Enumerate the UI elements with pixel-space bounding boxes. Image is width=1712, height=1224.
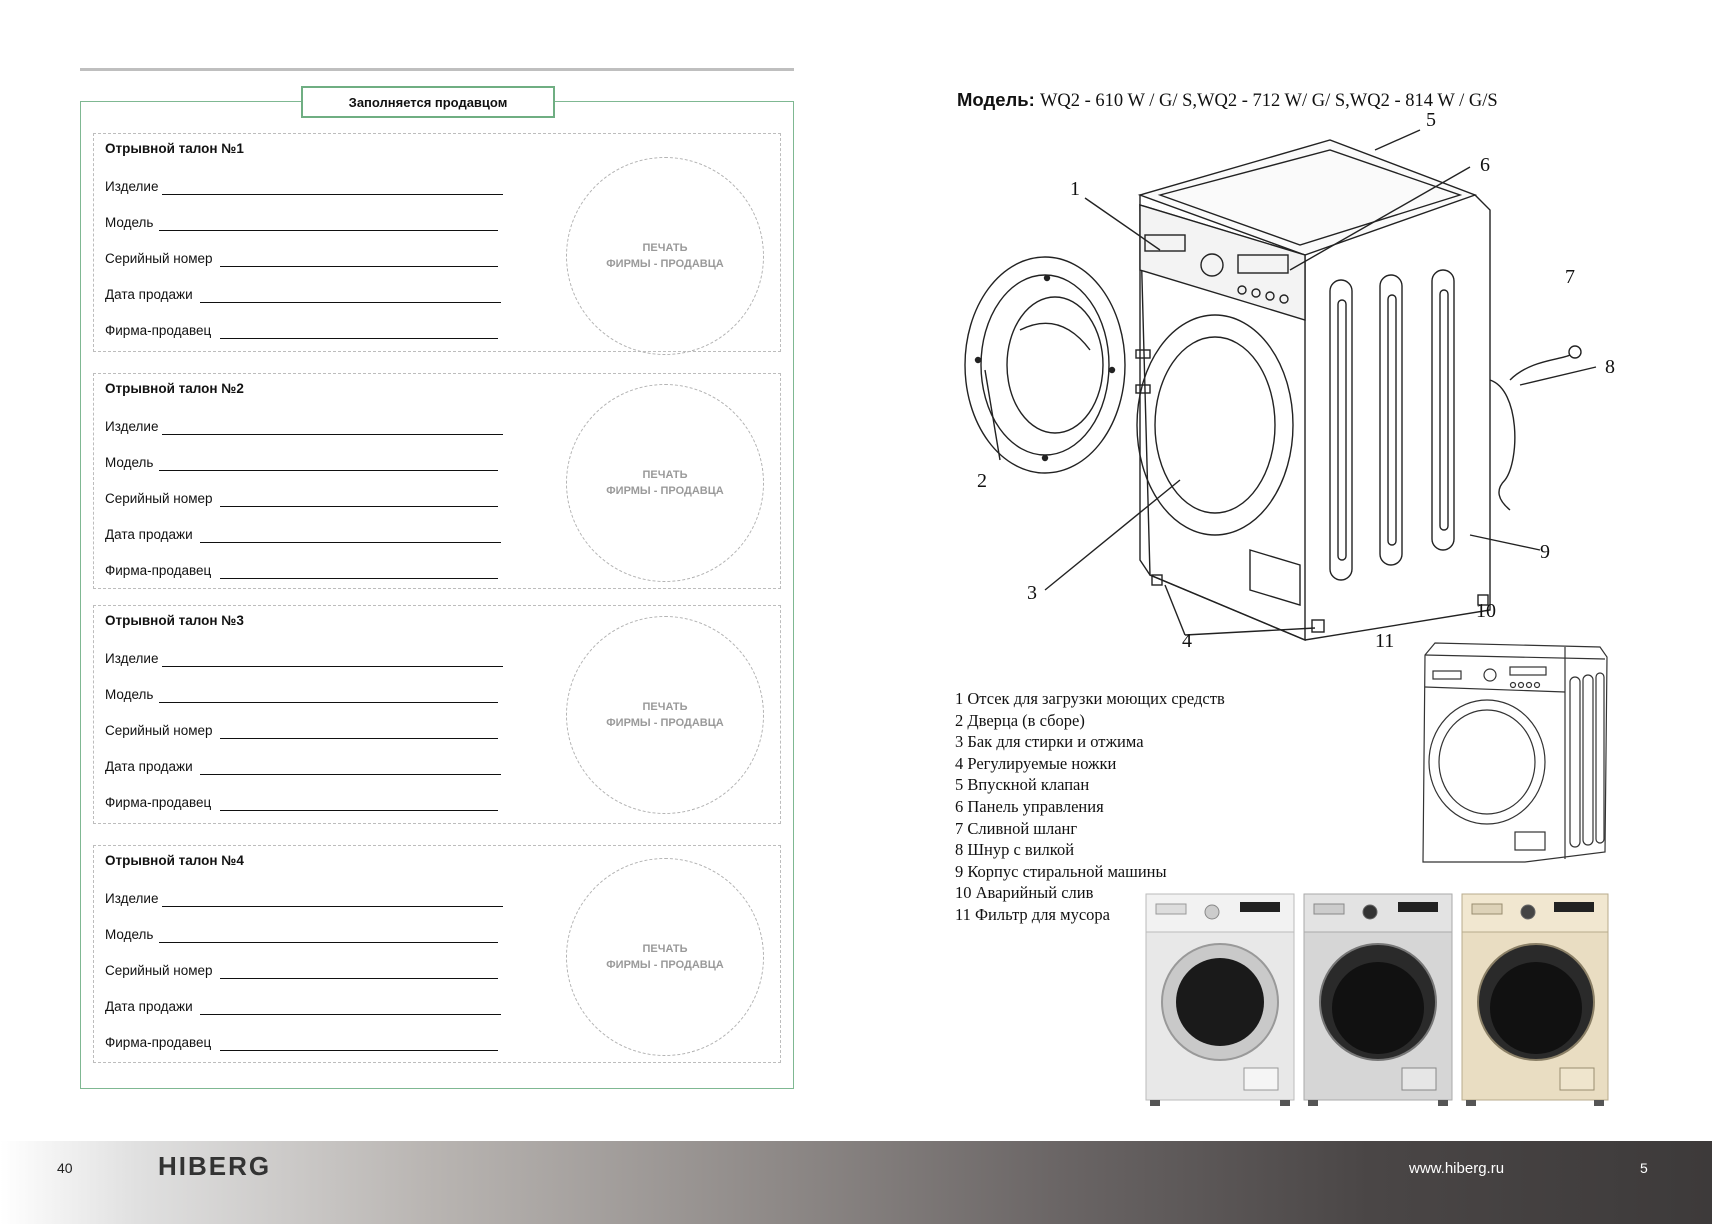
machine-gold-photo	[1461, 893, 1609, 1106]
callout-9: 9	[1540, 541, 1550, 563]
top-rule	[80, 68, 794, 71]
fill-line	[220, 738, 498, 739]
field-label: Изделие	[105, 179, 159, 194]
callout-6: 6	[1480, 154, 1490, 176]
product-photos	[1145, 893, 1609, 1106]
part-item: 6 Панель управления	[955, 796, 1104, 816]
callout-3: 3	[1027, 582, 1037, 604]
brand-logo: HIBERG	[158, 1151, 272, 1181]
parts-list: 1 Отсек для загрузки моющих средств 2 Дв…	[955, 688, 1225, 926]
fill-line	[220, 266, 498, 267]
callout-8: 8	[1605, 356, 1615, 378]
fill-line	[220, 978, 498, 979]
part-item: 7 Сливной шланг	[955, 818, 1078, 838]
fill-line	[159, 942, 498, 943]
part-item: 9 Корпус стиральной машины	[955, 861, 1167, 881]
fill-line	[220, 338, 498, 339]
field-label: Изделие	[105, 891, 159, 906]
coupon-2: Отрывной талон №2 Изделие Модель Серийны…	[93, 373, 781, 589]
field-label: Дата продажи	[105, 287, 193, 302]
fill-line	[162, 194, 503, 195]
fill-line	[200, 542, 501, 543]
field-label: Дата продажи	[105, 527, 193, 542]
part-item: 1 Отсек для загрузки моющих средств	[955, 689, 1225, 708]
model-line: Модель: WQ2 - 610 W / G/ S,WQ2 - 712 W/ …	[957, 89, 1498, 112]
field-label: Изделие	[105, 651, 159, 666]
field-label: Модель	[105, 687, 154, 702]
callout-11: 11	[1375, 630, 1395, 652]
part-item: 11 Фильтр для мусора	[955, 904, 1110, 924]
fill-line	[220, 506, 498, 507]
fill-line	[200, 302, 501, 303]
field-label: Серийный номер	[105, 723, 213, 738]
model-value: WQ2 - 610 W / G/ S,WQ2 - 712 W/ G/ S,WQ2…	[1039, 91, 1498, 111]
callout-1: 1	[1070, 178, 1080, 200]
field-label: Модель	[105, 455, 154, 470]
coupon-title: Отрывной талон №4	[105, 853, 244, 868]
field-label: Изделие	[105, 419, 159, 434]
fill-line	[159, 230, 498, 231]
coupon-3: Отрывной талон №3 Изделие Модель Серийны…	[93, 605, 781, 824]
seller-fill-label: Заполняется продавцом	[301, 86, 555, 118]
part-item: 8 Шнур с вилкой	[955, 840, 1075, 860]
part-item: 3 Бак для стирки и отжима	[955, 732, 1144, 752]
fill-line	[159, 702, 498, 703]
part-item: 5 Впускной клапан	[955, 775, 1090, 795]
website-link[interactable]: www.hiberg.ru	[1409, 1160, 1505, 1177]
field-label: Серийный номер	[105, 963, 213, 978]
fill-line	[159, 470, 498, 471]
field-label: Дата продажи	[105, 759, 193, 774]
coupon-title: Отрывной талон №1	[105, 141, 244, 156]
coupon-4: Отрывной талон №4 Изделие Модель Серийны…	[93, 845, 781, 1063]
field-label: Фирма-продавец	[105, 1035, 212, 1050]
fill-line	[200, 774, 501, 775]
coupon-title: Отрывной талон №2	[105, 381, 244, 396]
fill-line	[162, 434, 503, 435]
field-label: Фирма-продавец	[105, 795, 212, 810]
fill-line	[162, 906, 503, 907]
machine-white-photo	[1145, 893, 1295, 1106]
fill-line	[220, 1050, 498, 1051]
field-label: Фирма-продавец	[105, 563, 212, 578]
fill-line	[220, 810, 498, 811]
callout-2: 2	[977, 470, 987, 492]
part-item: 10 Аварийный слив	[955, 883, 1094, 903]
callout-4: 4	[1182, 630, 1192, 652]
fill-line	[162, 666, 503, 667]
part-item: 4 Регулируемые ножки	[955, 753, 1117, 773]
model-label: Модель:	[957, 89, 1035, 110]
field-label: Модель	[105, 927, 154, 942]
coupon-1: Отрывной талон №1 Изделие Модель Серийны…	[93, 133, 781, 355]
page-number-left: 40	[57, 1160, 73, 1176]
field-label: Серийный номер	[105, 251, 213, 266]
fill-line	[200, 1014, 501, 1015]
field-label: Модель	[105, 215, 154, 230]
fill-line	[220, 578, 498, 579]
part-item: 2 Дверца (в сборе)	[955, 710, 1085, 730]
callout-5: 5	[1426, 109, 1436, 131]
washing-machine-diagram	[964, 129, 1597, 642]
machine-silver-photo	[1303, 893, 1453, 1106]
coupon-title: Отрывной талон №3	[105, 613, 244, 628]
field-label: Серийный номер	[105, 491, 213, 506]
field-label: Дата продажи	[105, 999, 193, 1014]
page-number-right: 5	[1640, 1160, 1648, 1176]
callout-10: 10	[1476, 600, 1496, 622]
footer-bar	[0, 1141, 1712, 1224]
field-label: Фирма-продавец	[105, 323, 212, 338]
callout-7: 7	[1565, 266, 1575, 288]
small-machine-sketch	[1422, 642, 1608, 863]
